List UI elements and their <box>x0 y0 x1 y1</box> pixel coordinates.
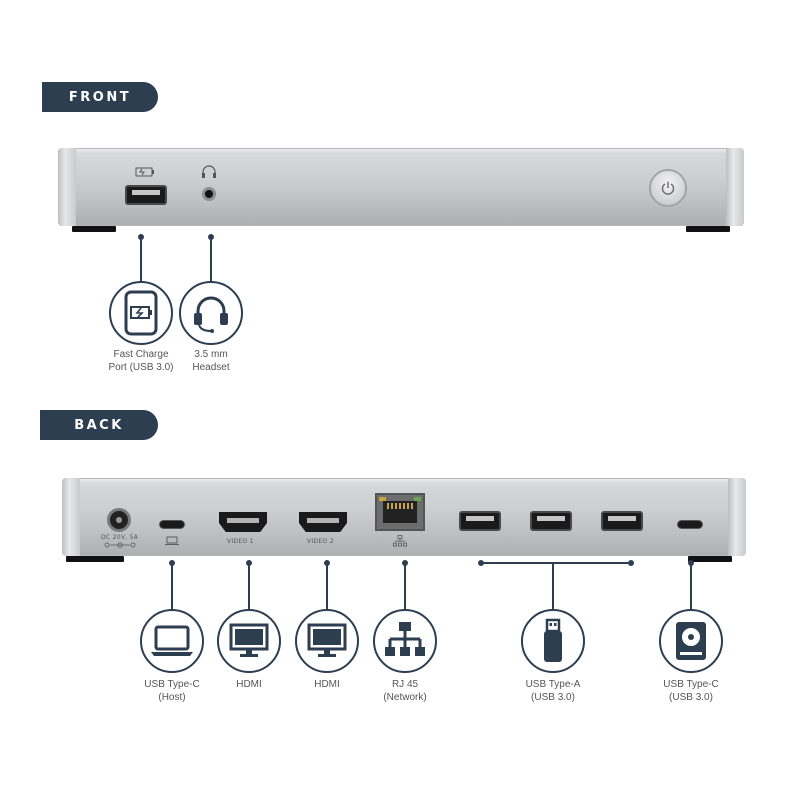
usb-a-circle <box>521 609 585 673</box>
rj45-contacts <box>387 503 413 509</box>
callout-bracket-line <box>481 562 631 564</box>
device-endcap-left <box>58 148 76 226</box>
usb-a-port-2 <box>530 511 572 531</box>
usb-c-host-circle <box>140 609 204 673</box>
callout-dot <box>628 560 634 566</box>
network-symbol-icon <box>393 535 407 547</box>
headset-symbol-icon <box>202 165 216 178</box>
monitor-icon <box>307 623 347 657</box>
laptop-icon <box>151 625 193 656</box>
headset-icon <box>194 296 228 333</box>
fast-charge-port-circle <box>109 281 173 345</box>
back-panel-device: DC 20V, 5A VIDEO 1 VIDEO 2 <box>62 478 746 556</box>
back-heading: BACK <box>74 417 124 433</box>
usb-a-port-3 <box>601 511 643 531</box>
fast-charge-port-label: Fast Charge Port (USB 3.0) <box>108 349 174 373</box>
front-heading-tab: FRONT <box>42 82 158 112</box>
video-1-label: VIDEO 1 <box>227 538 254 545</box>
hdmi-2-label: HDMI <box>314 679 340 690</box>
front-audio-jack <box>202 187 216 201</box>
dc-rating-text: DC 20V, 5A <box>101 534 139 541</box>
headset-circle <box>179 281 243 345</box>
rj45-circle <box>373 609 437 673</box>
hard-drive-icon <box>676 622 706 660</box>
front-foot-left <box>72 226 116 232</box>
power-button[interactable] <box>649 169 687 207</box>
usb-c-host-label: USB Type-C (Host) <box>144 679 200 703</box>
device-endcap-right <box>728 478 746 556</box>
power-icon <box>661 181 675 195</box>
device-endcap-left <box>62 478 80 556</box>
hdmi-port-video-2 <box>299 512 347 532</box>
callout-line <box>171 563 173 609</box>
rj45-label: RJ 45 (Network) <box>383 679 427 703</box>
fast-charge-symbol-icon <box>135 167 154 177</box>
usb-a-label: USB Type-A (USB 3.0) <box>525 679 581 703</box>
usb-c-data-circle <box>659 609 723 673</box>
callout-line <box>326 563 328 609</box>
usb-drive-icon <box>544 618 562 662</box>
device-top-sheen <box>59 149 743 153</box>
hdmi-1-label: HDMI <box>236 679 262 690</box>
usb-a-port-1 <box>459 511 501 531</box>
hdmi-2-circle <box>295 609 359 673</box>
usb-c-host-port <box>159 520 185 529</box>
callout-line <box>552 563 554 609</box>
network-icon <box>385 622 425 656</box>
front-panel-device <box>58 148 744 226</box>
back-heading-tab: BACK <box>40 410 158 440</box>
device-top-sheen <box>63 479 745 483</box>
usb-c-data-label: USB Type-C (USB 3.0) <box>663 679 719 703</box>
rj45-port <box>375 493 425 531</box>
video-2-label: VIDEO 2 <box>307 538 334 545</box>
hdmi-port-video-1 <box>219 512 267 532</box>
hdmi-1-circle <box>217 609 281 673</box>
usb-c-data-port <box>677 520 703 529</box>
callout-line <box>690 563 692 609</box>
laptop-symbol-icon <box>165 536 179 545</box>
callout-line <box>248 563 250 609</box>
dc-polarity-icon <box>104 542 136 548</box>
callout-line <box>210 237 212 281</box>
headset-label: 3.5 mm Headset <box>192 349 230 373</box>
dc-power-jack <box>107 508 131 532</box>
callout-line <box>404 563 406 609</box>
front-heading: FRONT <box>68 89 132 105</box>
callout-line <box>140 237 142 281</box>
back-foot-right <box>688 556 732 562</box>
front-foot-right <box>686 226 730 232</box>
fast-charge-port-icon <box>124 290 158 336</box>
rj45-led-link <box>414 497 421 501</box>
front-usb-a-port <box>125 185 167 205</box>
back-foot-left <box>66 556 124 562</box>
rj45-led-activity <box>379 497 386 501</box>
device-endcap-right <box>726 148 744 226</box>
monitor-icon <box>229 623 269 657</box>
